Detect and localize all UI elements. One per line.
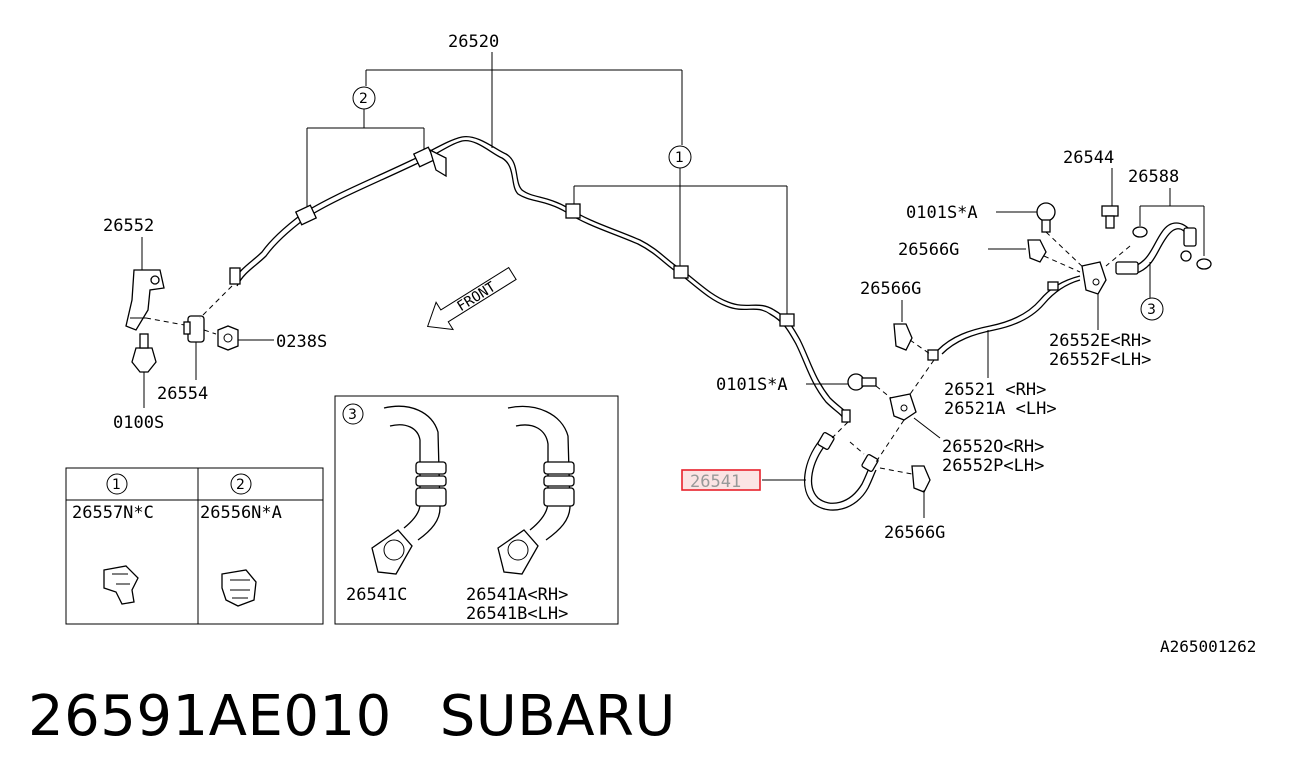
hose-26541AB-drawing [497, 405, 575, 575]
callout-2: 2 [306, 86, 425, 210]
label-26557NC: 26557N*C [72, 503, 154, 523]
label-26541: 26541 [690, 472, 741, 492]
svg-text:FRONT: FRONT [454, 279, 499, 315]
clip-table: 1 2 26557N*C 26556N*A [65, 467, 324, 625]
washer-2 [1196, 258, 1212, 270]
bolt-0101SA-mid [847, 373, 877, 391]
label-26541C: 26541C [346, 585, 407, 605]
bracket-26552 [125, 269, 165, 331]
label-0238S: 0238S [276, 332, 327, 352]
label-26552F: 26552F<LH> [1049, 350, 1151, 370]
leader-26520 [365, 52, 683, 148]
detail-box-3: 3 26541C 26541A<RH> 26541B<LH> [334, 395, 619, 625]
clip-26566G-a [1027, 239, 1047, 263]
nut-0238S [217, 325, 274, 351]
label-26556NA: 26556N*A [200, 503, 282, 523]
label-26544: 26544 [1063, 148, 1114, 168]
brake-line-26521 [927, 275, 1081, 361]
label-26588: 26588 [1128, 167, 1179, 187]
label-26552O: 26552O<RH> [942, 437, 1044, 457]
footer-part-number: 26591AE010 [28, 684, 392, 749]
bolt-0101SA-top [1036, 202, 1056, 233]
label-26552E: 26552E<RH> [1049, 331, 1151, 351]
hose-26541C-drawing [371, 405, 447, 575]
label-26554: 26554 [157, 384, 208, 404]
label-26521: 26521 <RH> [944, 380, 1046, 400]
svg-text:1: 1 [675, 150, 684, 166]
front-arrow: FRONT [426, 266, 517, 331]
label-26541B: 26541B<LH> [466, 604, 568, 624]
label-0101SA-mid: 0101S*A [716, 375, 788, 395]
brake-line-26520 [229, 136, 849, 421]
svg-text:3: 3 [348, 407, 357, 423]
hose-26588 [1115, 222, 1197, 275]
bracket-26552E [1081, 261, 1107, 330]
label-26566G-a: 26566G [898, 240, 959, 260]
label-0100S: 0100S [113, 413, 164, 433]
clip-26566G-c [911, 465, 931, 493]
callout-3-right: 3 [1140, 262, 1164, 321]
clip-26556NA-drawing [221, 569, 257, 607]
footer-brand: SUBARU [439, 684, 676, 749]
footer-title: 26591AE010 SUBARU [28, 684, 724, 749]
label-26552: 26552 [103, 216, 154, 236]
label-26521A: 26521A <LH> [944, 399, 1057, 419]
bracket-26552O [889, 393, 941, 439]
label-0101SA-top: 0101S*A [906, 203, 978, 223]
svg-text:3: 3 [1147, 302, 1156, 318]
label-26541A: 26541A<RH> [466, 585, 568, 605]
diagram-code: A265001262 [1160, 637, 1256, 656]
label-26566G-b: 26566G [860, 279, 921, 299]
label-26520: 26520 [448, 32, 499, 52]
washer-1 [1132, 226, 1148, 238]
svg-text:1: 1 [112, 477, 121, 493]
svg-text:2: 2 [359, 91, 368, 107]
hose-26541 [804, 409, 879, 511]
fitting-26554 [183, 315, 205, 380]
bolt-0100S [131, 333, 157, 408]
label-26566G-c: 26566G [884, 523, 945, 543]
clip-26566G-b [893, 323, 913, 351]
highlight-26541 [681, 469, 761, 491]
clip-26557NC-drawing [103, 565, 139, 605]
svg-text:2: 2 [236, 477, 245, 493]
label-26552P: 26552P<LH> [942, 456, 1044, 476]
bolt-26544 [1101, 205, 1119, 229]
